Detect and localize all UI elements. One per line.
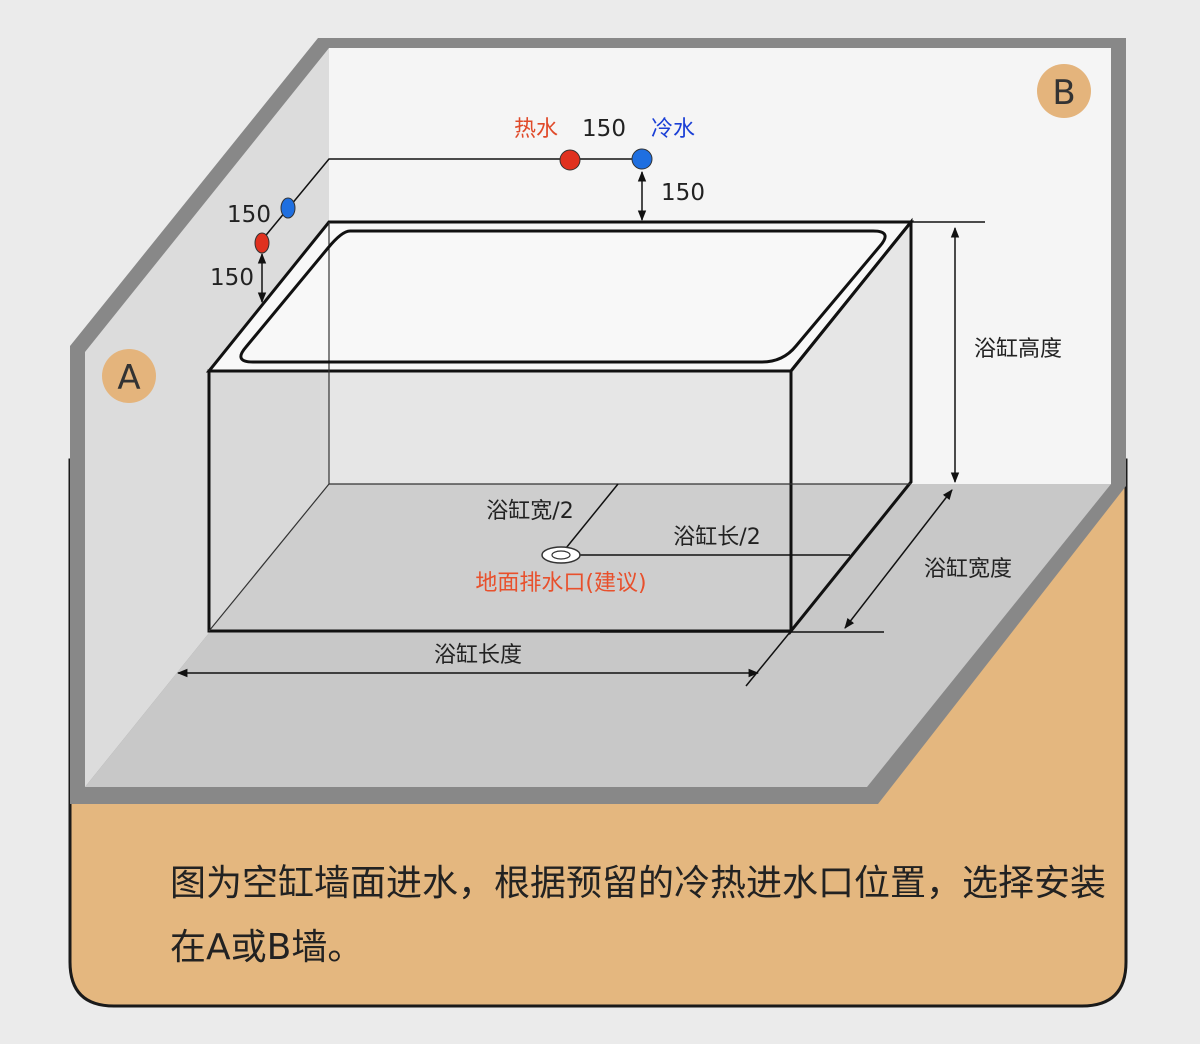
tub-hidden-edge [208, 483, 330, 632]
half-width-label: 浴缸宽/2 [486, 499, 573, 524]
hot-water-label: 热水 [514, 117, 558, 142]
tub-side [789, 217, 913, 636]
height-label: 浴缸高度 [974, 337, 1062, 362]
width-arrow [844, 489, 953, 629]
tub-top [205, 220, 915, 373]
cold-inlet-back [631, 148, 653, 170]
width-label: 浴缸宽度 [924, 557, 1012, 582]
length-label: 浴缸长度 [434, 643, 522, 668]
drain-hole [551, 550, 571, 560]
wall-b-label: B [1052, 73, 1075, 113]
wall-b-badge [1037, 64, 1091, 118]
drain-label: 地面排水口(建议) [475, 571, 646, 596]
half-width-line [561, 483, 619, 554]
hot-inlet-side [254, 232, 270, 254]
cold-water-label: 冷水 [651, 117, 695, 142]
cold-inlet-side [280, 197, 296, 219]
side-spacing-label: 150 [227, 202, 271, 228]
tub-basin [239, 229, 887, 364]
wall-a-badge [102, 349, 156, 403]
caption: 图为空缸墙面进水，根据预留的冷热进水口位置，选择安装在A或B墙。 [170, 863, 1107, 968]
wall-a-label: A [117, 358, 140, 398]
back-spacing-label: 150 [582, 116, 626, 142]
hot-inlet-back [559, 149, 581, 171]
back-height-label: 150 [661, 180, 705, 206]
half-length-label: 浴缸长/2 [673, 525, 760, 550]
side-height-label: 150 [210, 265, 254, 291]
